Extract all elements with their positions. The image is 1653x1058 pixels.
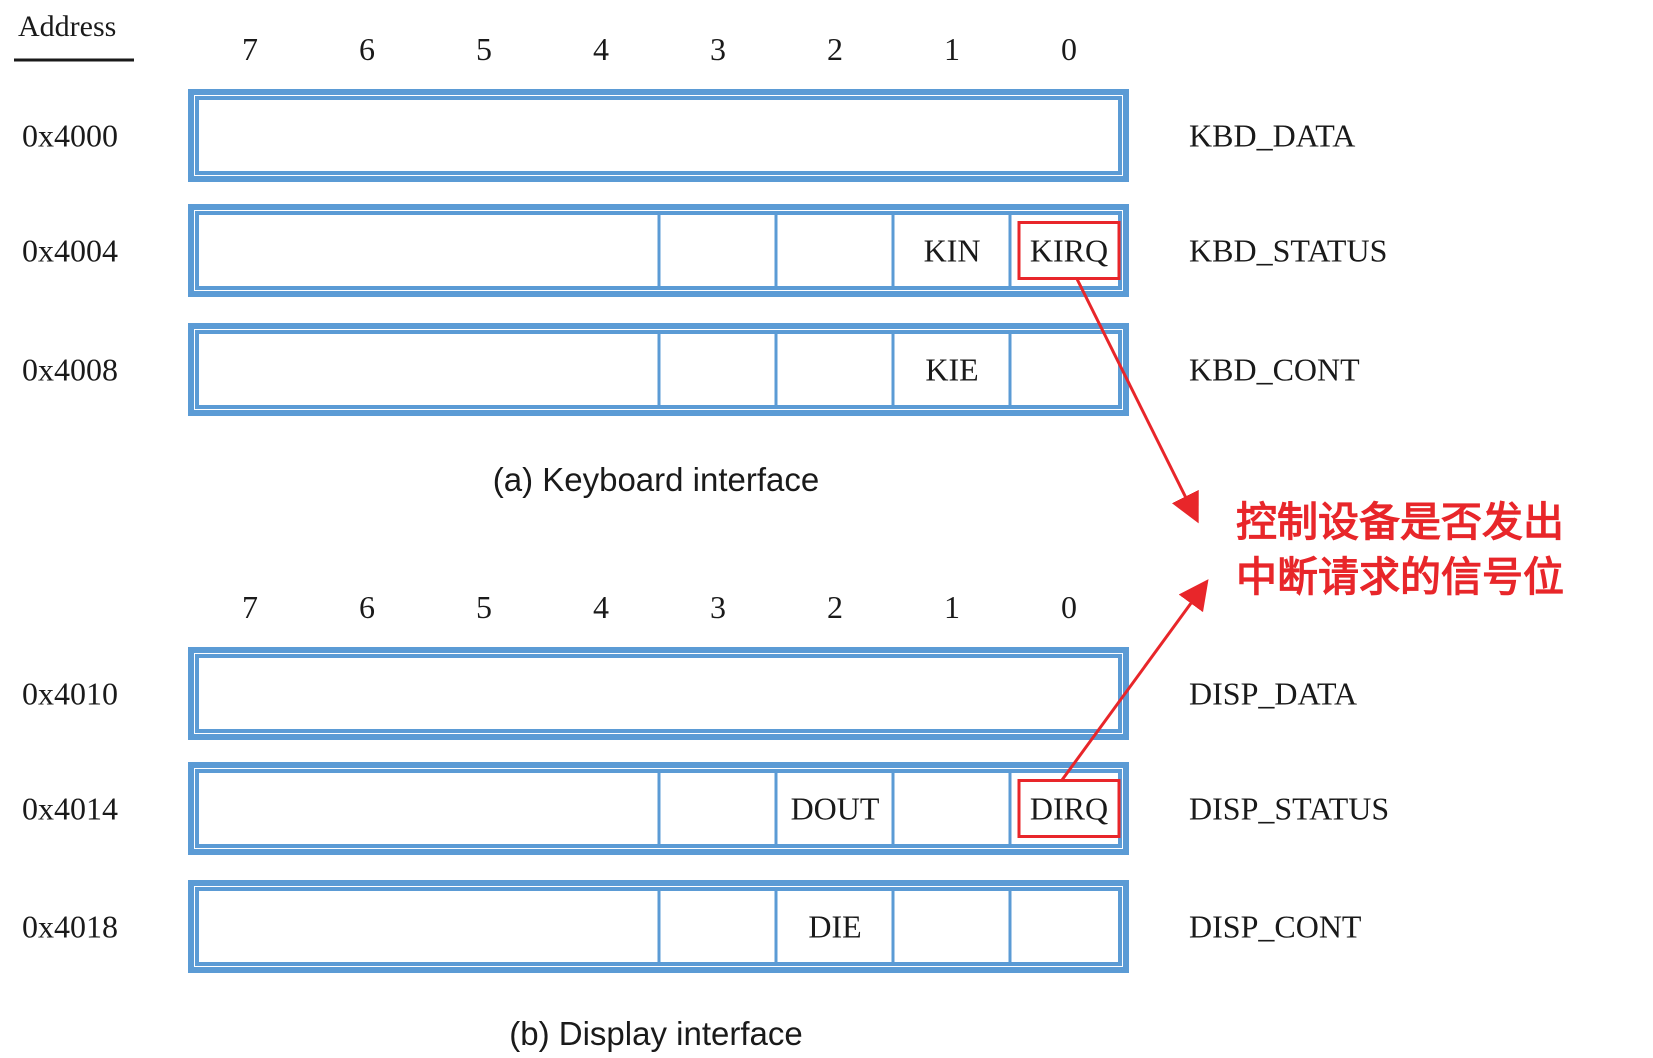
display-bit-label-4: 4 <box>593 589 609 625</box>
annotation-line-1: 控制设备是否发出 <box>1236 498 1564 546</box>
register-name: KBD_DATA <box>1189 118 1355 154</box>
register-box-inner <box>195 654 1122 733</box>
register-box-inner <box>195 96 1122 175</box>
register-address: 0x4010 <box>22 676 118 712</box>
bit-field-dout: DOUT <box>791 791 880 827</box>
keyboard-caption: (a) Keyboard interface <box>493 461 820 498</box>
register-kbd_status: 0x4004 KIN KIRQ KBD_STATUS <box>22 204 1387 297</box>
register-address: 0x4014 <box>22 791 118 827</box>
register-address: 0x4018 <box>22 909 118 945</box>
keyboard-bit-label-5: 5 <box>476 31 492 67</box>
display-bit-label-0: 0 <box>1061 589 1077 625</box>
register-name: KBD_CONT <box>1189 352 1360 388</box>
register-box <box>188 323 1129 416</box>
bit-field-kin: KIN <box>924 233 981 269</box>
register-name: DISP_CONT <box>1189 909 1362 945</box>
highlight-box-dirq <box>1017 779 1121 838</box>
keyboard-bit-label-7: 7 <box>242 31 258 67</box>
display-bit-label-1: 1 <box>944 589 960 625</box>
bit-field-kie: KIE <box>925 352 978 388</box>
register-disp_status: 0x4014 DOUT DIRQ DISP_STATUS <box>22 762 1389 855</box>
display-bit-label-2: 2 <box>827 589 843 625</box>
display-caption: (b) Display interface <box>509 1015 802 1052</box>
keyboard-bit-label-3: 3 <box>710 31 726 67</box>
annotation-line-2: 中断请求的信号位 <box>1236 553 1564 601</box>
register-name: KBD_STATUS <box>1189 233 1387 269</box>
keyboard-bit-label-6: 6 <box>359 31 375 67</box>
register-name: DISP_STATUS <box>1189 791 1389 827</box>
register-address: 0x4008 <box>22 352 118 388</box>
keyboard-bit-label-4: 4 <box>593 31 609 67</box>
display-bit-labels: 7 6 5 4 3 2 1 0 <box>242 589 1077 625</box>
display-bit-label-3: 3 <box>710 589 726 625</box>
display-registers: 0x4010 DISP_DATA 0x4014 DOUT DIRQ DISP_STATUS… <box>22 647 1389 973</box>
bit-field-die: DIE <box>808 909 861 945</box>
display-bit-label-5: 5 <box>476 589 492 625</box>
annotation-arrow-kirq <box>1075 278 1199 524</box>
register-name: DISP_DATA <box>1189 676 1357 712</box>
register-address: 0x4004 <box>22 233 118 269</box>
display-bit-label-6: 6 <box>359 589 375 625</box>
annotation-arrow-dirq <box>1060 579 1209 781</box>
display-bit-label-7: 7 <box>242 589 258 625</box>
keyboard-bit-label-0: 0 <box>1061 31 1077 67</box>
register-disp_cont: 0x4018 DIE DISP_CONT <box>22 880 1362 973</box>
highlight-box-kirq <box>1017 221 1121 280</box>
register-kbd_data: 0x4000 KBD_DATA <box>22 89 1355 182</box>
register-box <box>188 880 1129 973</box>
register-box <box>188 89 1129 182</box>
register-address: 0x4000 <box>22 118 118 154</box>
register-kbd_cont: 0x4008 KIE KBD_CONT <box>22 323 1360 416</box>
keyboard-bit-labels: 7 6 5 4 3 2 1 0 <box>242 31 1077 67</box>
keyboard-bit-label-2: 2 <box>827 31 843 67</box>
keyboard-bit-label-1: 1 <box>944 31 960 67</box>
register-box <box>188 762 1129 855</box>
bit-field-kirq: KIRQ <box>1030 233 1108 269</box>
register-disp_data: 0x4010 DISP_DATA <box>22 647 1357 740</box>
bit-field-dirq: DIRQ <box>1030 791 1108 827</box>
register-box <box>188 204 1129 297</box>
address-header: Address <box>18 10 116 43</box>
